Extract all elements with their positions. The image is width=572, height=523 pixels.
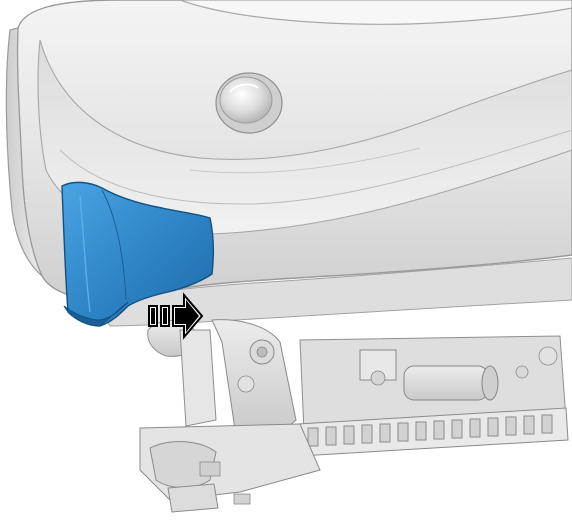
removal-direction-arrow-icon [148,292,204,340]
adjustment-knob [215,72,283,134]
trim-panel-icon [61,181,215,327]
seat-frame-mechanism [139,319,569,513]
